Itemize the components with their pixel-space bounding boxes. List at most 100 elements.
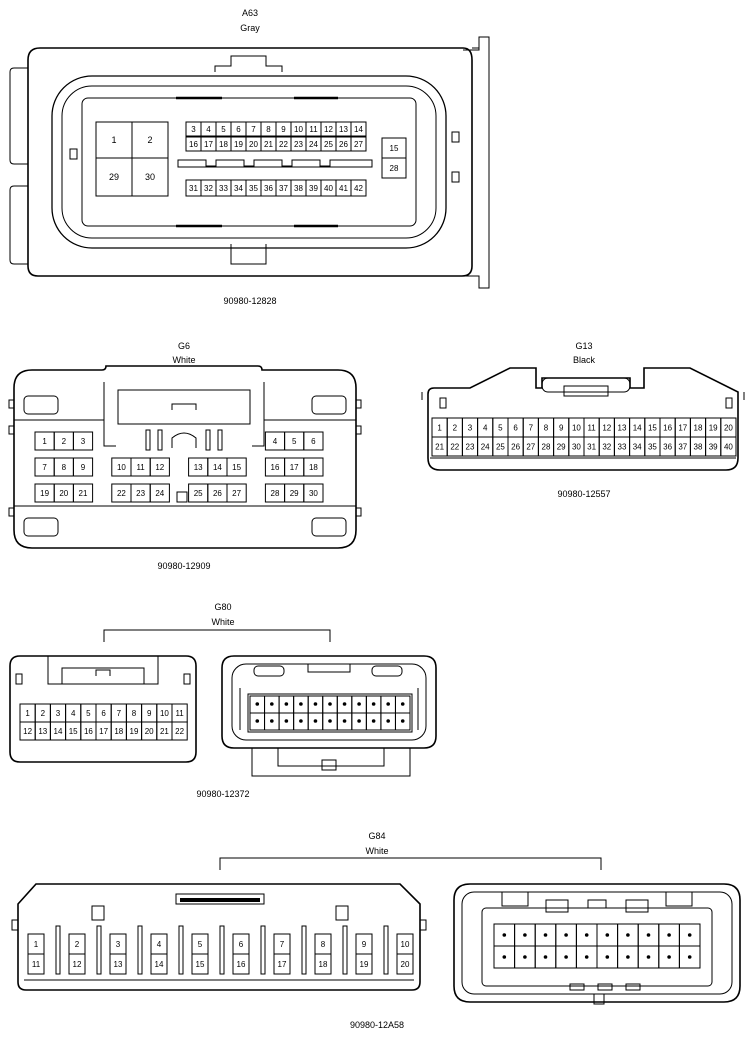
g13-pin-17-label: 17 xyxy=(678,423,687,432)
g84-pin-12-cell xyxy=(68,953,86,975)
g6-pin-12-label: 12 xyxy=(155,463,164,472)
g13-pin-27-label: 27 xyxy=(526,442,535,451)
g6-part-number: 90980-12909 xyxy=(157,561,211,571)
g84-pin-divider-0 xyxy=(55,925,61,975)
g80-rear-contact-bottom-7 xyxy=(357,719,361,723)
g6-pin-30-cell xyxy=(303,483,324,503)
g84-pin-divider-4 xyxy=(219,925,225,975)
g13-pin-3-label: 3 xyxy=(468,423,473,432)
g13-pin-40-cell xyxy=(720,436,737,457)
g80-part-number: 90980-12372 xyxy=(196,789,250,799)
g6-pin-20-label: 20 xyxy=(59,489,68,498)
a63-pin-22-label: 22 xyxy=(279,140,288,149)
a63-pin-11-label: 11 xyxy=(309,125,318,134)
g84-pin-2-label: 2 xyxy=(75,940,80,949)
g80-rear-contact-bottom-3 xyxy=(299,719,303,723)
g6-pin-12-cell xyxy=(149,457,170,477)
g6-pin-8-label: 8 xyxy=(62,463,67,472)
g84-rear-contact-bottom-9 xyxy=(687,955,692,959)
g84-rear-contact-bottom-8 xyxy=(667,955,671,959)
a63-pin-15-label: 15 xyxy=(390,144,399,153)
g84-pin-15-label: 15 xyxy=(196,960,205,969)
a63-pin-30-label: 30 xyxy=(145,172,155,182)
g84-pin-16-label: 16 xyxy=(237,960,246,969)
g6-pin-16-label: 16 xyxy=(271,463,280,472)
g80-rear-contact-bottom-4 xyxy=(313,719,318,723)
g80-pin-3-label: 3 xyxy=(56,709,61,718)
a63-pin-38-label: 38 xyxy=(294,184,303,193)
g6-pin-5-label: 5 xyxy=(292,437,297,446)
g6-pin-11-label: 11 xyxy=(136,463,145,472)
g6-pin-28-label: 28 xyxy=(271,489,280,498)
a63-pin-27-label: 27 xyxy=(354,140,363,149)
a63-pin-16-label: 16 xyxy=(189,140,198,149)
g84-pin-19-cell xyxy=(355,953,373,975)
g6-pin-21-label: 21 xyxy=(79,489,88,498)
g6-pin-18-label: 18 xyxy=(309,463,318,472)
g80-pin-19-label: 19 xyxy=(130,727,139,736)
g13-pin-6-label: 6 xyxy=(513,423,518,432)
a63-pin-8-label: 8 xyxy=(266,125,271,134)
g80-pin-9-label: 9 xyxy=(147,709,152,718)
g6-pin-9-label: 9 xyxy=(81,463,86,472)
a63-pin-23-label: 23 xyxy=(294,140,303,149)
g80-rear-contact-top-5 xyxy=(328,702,332,706)
g84-pin-4-label: 4 xyxy=(157,940,162,949)
g13-pin-18-label: 18 xyxy=(694,423,703,432)
a63-pin-20-label: 20 xyxy=(249,140,258,149)
a63-pin-40-label: 40 xyxy=(324,184,333,193)
g80-rear-contact-top-1 xyxy=(270,702,274,706)
g80-rear-contact-top-9 xyxy=(386,702,390,706)
g84-pin-11-label: 11 xyxy=(32,960,41,969)
g84-rear-contact-bottom-4 xyxy=(584,955,589,959)
g13-pin-30-label: 30 xyxy=(572,442,581,451)
g6-pin-25-label: 25 xyxy=(194,489,203,498)
g80-color: White xyxy=(211,617,235,627)
g80-pin-14-label: 14 xyxy=(54,727,63,736)
a63-pin-3-label: 3 xyxy=(191,125,196,134)
g80-pin-4-label: 4 xyxy=(71,709,76,718)
g6-pin-22-label: 22 xyxy=(117,489,126,498)
g80-pin-5-label: 5 xyxy=(86,709,91,718)
a63-pin-39-label: 39 xyxy=(309,184,318,193)
g84-rear-contact-top-8 xyxy=(667,933,671,937)
g13-pin-8-label: 8 xyxy=(544,423,549,432)
g6-pin-17-label: 17 xyxy=(290,463,299,472)
g84-rear-contact-top-3 xyxy=(564,933,568,937)
g13-pin-31-label: 31 xyxy=(587,442,596,451)
g6-pin-4-label: 4 xyxy=(273,437,278,446)
a63-pin-12-label: 12 xyxy=(324,125,333,134)
g80-rear-contact-top-8 xyxy=(371,702,376,706)
g84-rear-slot-bottom-9-cell xyxy=(678,945,701,969)
a63-pin-14-label: 14 xyxy=(354,125,363,134)
g84-pin-3-label: 3 xyxy=(116,940,121,949)
g84-pin-18-cell xyxy=(314,953,332,975)
g13-pin-36-label: 36 xyxy=(663,442,672,451)
a63-pin-25-label: 25 xyxy=(324,140,333,149)
g80-code: G80 xyxy=(214,602,232,612)
g80-pin-12-label: 12 xyxy=(23,727,32,736)
g84-pin-6-label: 6 xyxy=(239,940,244,949)
g13-pin-5-label: 5 xyxy=(498,423,503,432)
g13-pin-1-label: 1 xyxy=(437,423,442,432)
g84-rear-contact-bottom-3 xyxy=(564,955,568,959)
g80-pin-22-label: 22 xyxy=(175,727,184,736)
a63-pin-27-cell xyxy=(350,136,367,152)
g6-pin-2-label: 2 xyxy=(62,437,67,446)
g80-rear-contact-top-7 xyxy=(357,702,361,706)
g6-pin-27-label: 27 xyxy=(232,489,241,498)
g6-pin-29-label: 29 xyxy=(290,489,299,498)
g84-rear-contact-top-0 xyxy=(502,933,507,937)
g13-pin-38-label: 38 xyxy=(694,442,703,451)
g13-pin-28-label: 28 xyxy=(542,442,551,451)
a63-pin-34-label: 34 xyxy=(234,184,243,193)
a63-pin-6-label: 6 xyxy=(236,125,241,134)
g13-part-number: 90980-12557 xyxy=(557,489,611,499)
g6-pin-18-cell xyxy=(303,457,324,477)
g84-pin-1-label: 1 xyxy=(34,940,39,949)
g13-pin-40-label: 40 xyxy=(724,442,733,451)
a63-pin-2-label: 2 xyxy=(147,135,152,145)
a63-pin-4-label: 4 xyxy=(206,125,211,134)
